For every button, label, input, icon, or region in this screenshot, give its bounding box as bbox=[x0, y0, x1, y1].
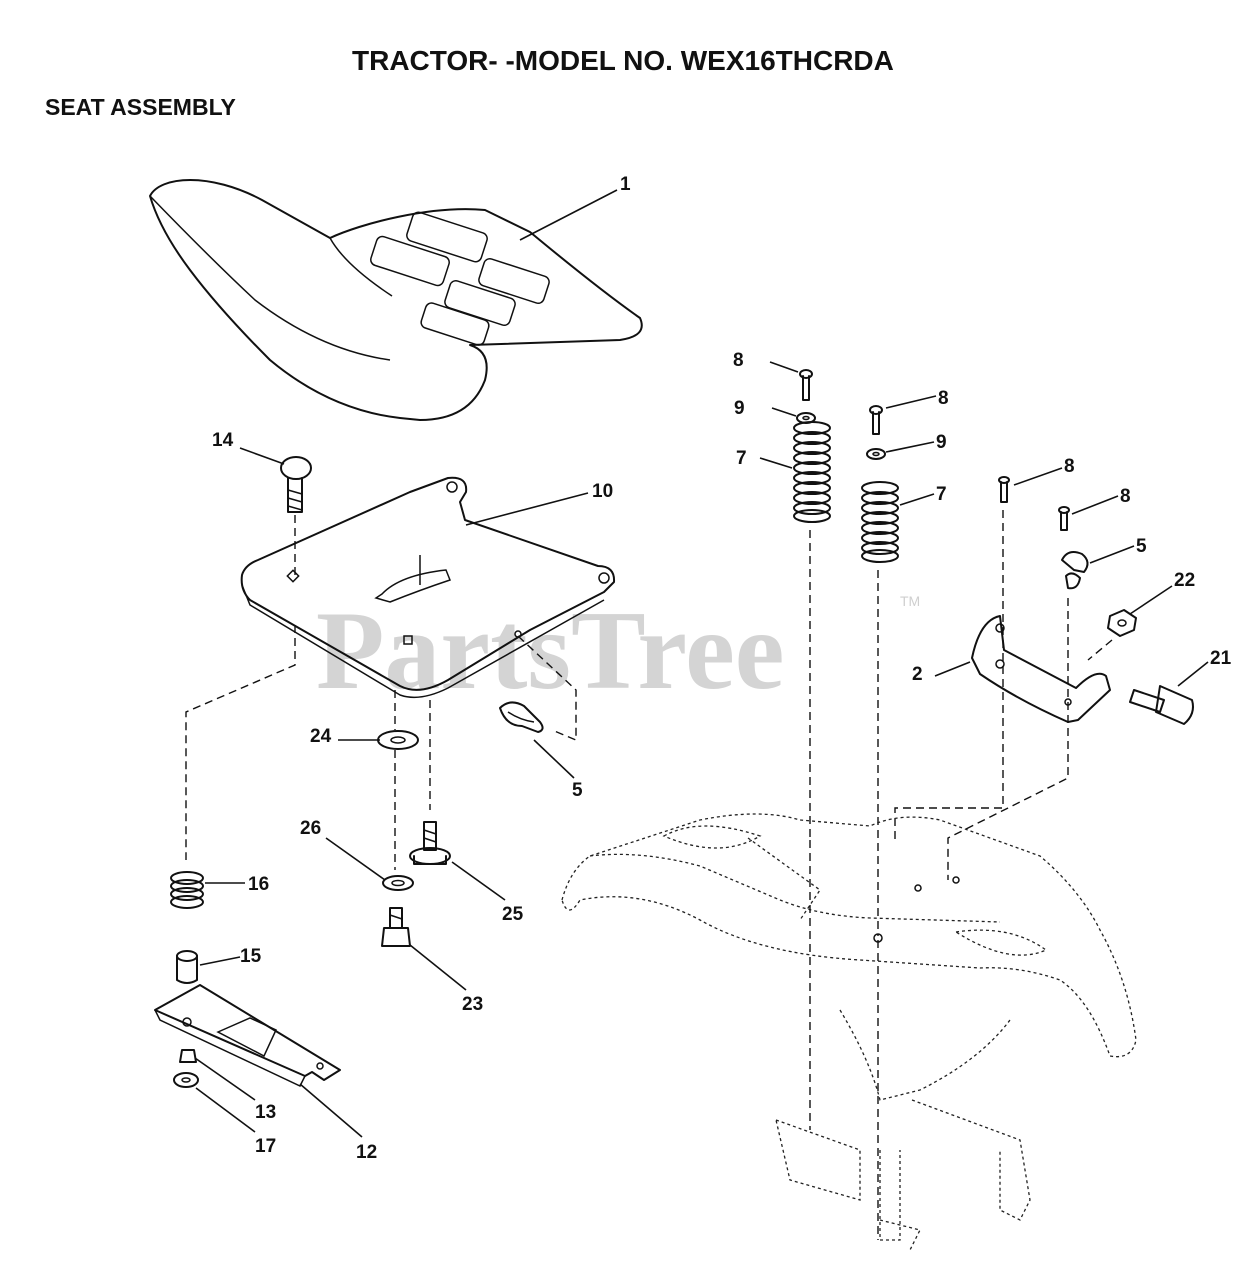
callout-8a: 8 bbox=[733, 350, 744, 371]
callout-21: 21 bbox=[1210, 648, 1232, 669]
callout-5-left: 5 bbox=[572, 780, 583, 801]
callout-24: 24 bbox=[310, 726, 332, 747]
watermark-logo: PartsTree bbox=[316, 589, 785, 713]
adjuster-clip-part-right[interactable] bbox=[1061, 551, 1089, 590]
bolt-part-8c[interactable] bbox=[998, 476, 1010, 503]
seat-slide-bracket-part[interactable] bbox=[154, 984, 341, 1087]
section-title: SEAT ASSEMBLY bbox=[45, 94, 236, 120]
tractor-chassis-reference bbox=[561, 813, 1137, 1251]
callout-7a: 7 bbox=[736, 448, 747, 469]
callout-12: 12 bbox=[356, 1142, 377, 1163]
spacer-part[interactable] bbox=[176, 950, 198, 984]
callout-15: 15 bbox=[240, 946, 262, 967]
callout-16: 16 bbox=[248, 874, 269, 895]
bolt-part-8d[interactable] bbox=[1058, 506, 1070, 531]
shoulder-bolt-part[interactable] bbox=[409, 821, 451, 865]
seat-bracket-part[interactable] bbox=[971, 615, 1111, 723]
watermark-trademark: TM bbox=[900, 593, 920, 609]
carriage-bolt-part[interactable] bbox=[280, 456, 312, 513]
shoulder-bolt-part-21[interactable] bbox=[1129, 685, 1194, 725]
seat-pan-part[interactable] bbox=[240, 476, 616, 699]
callout-10: 10 bbox=[592, 481, 613, 502]
adjuster-clip-part-left[interactable] bbox=[499, 701, 544, 733]
callout-1: 1 bbox=[620, 174, 631, 195]
flat-washer-part[interactable] bbox=[377, 730, 419, 750]
seat-part[interactable] bbox=[149, 179, 643, 421]
callout-7b: 7 bbox=[936, 484, 947, 505]
callout-5-right: 5 bbox=[1136, 536, 1147, 557]
callout-9b: 9 bbox=[936, 432, 947, 453]
callout-9a: 9 bbox=[734, 398, 745, 419]
bolt-part-8b[interactable] bbox=[869, 405, 883, 435]
coil-spring-part-7b[interactable] bbox=[861, 481, 899, 563]
diagram-title: TRACTOR- -MODEL NO. WEX16THCRDA bbox=[352, 45, 894, 76]
callout-8d: 8 bbox=[1120, 486, 1131, 507]
callout-2: 2 bbox=[912, 664, 923, 685]
callout-25: 25 bbox=[502, 904, 524, 925]
coil-spring-part-small[interactable] bbox=[170, 871, 204, 909]
callout-14: 14 bbox=[212, 430, 234, 451]
bolt-part-8a[interactable] bbox=[799, 369, 813, 401]
callout-17: 17 bbox=[255, 1136, 276, 1157]
washer-part-9b[interactable] bbox=[866, 448, 886, 460]
hex-nut-part-22[interactable] bbox=[1107, 609, 1137, 637]
nut-part-13[interactable] bbox=[179, 1049, 197, 1063]
callout-8c: 8 bbox=[1064, 456, 1075, 477]
flange-nut-part[interactable] bbox=[173, 1072, 199, 1088]
hex-bolt-part[interactable] bbox=[381, 907, 411, 947]
callout-23: 23 bbox=[462, 994, 483, 1015]
lock-washer-part[interactable] bbox=[382, 875, 414, 891]
callout-22: 22 bbox=[1174, 570, 1195, 591]
callout-26: 26 bbox=[300, 818, 321, 839]
callout-8b: 8 bbox=[938, 388, 949, 409]
callout-13: 13 bbox=[255, 1102, 276, 1123]
coil-spring-part-7a[interactable] bbox=[793, 421, 831, 523]
